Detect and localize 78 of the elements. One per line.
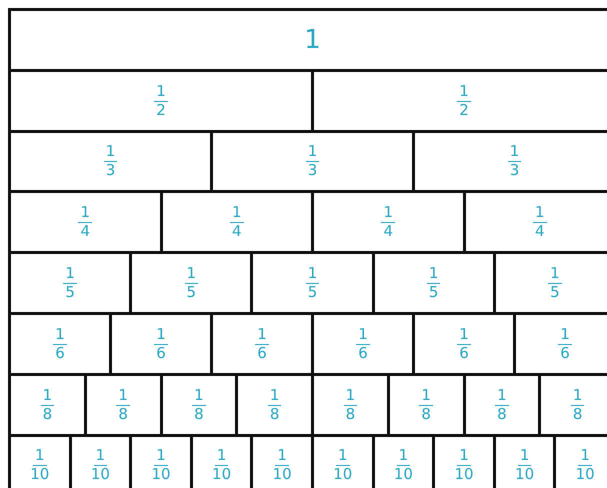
numerator: 1 xyxy=(184,265,198,284)
numerator: 1 xyxy=(356,326,370,345)
denominator: 8 xyxy=(572,406,582,423)
numerator: 1 xyxy=(558,326,572,345)
denominator: 10 xyxy=(272,466,292,484)
denominator: 8 xyxy=(346,406,356,423)
numerator: 1 xyxy=(33,447,47,466)
denominator: 10 xyxy=(576,466,595,484)
denominator: 3 xyxy=(106,162,116,180)
numerator: 1 xyxy=(344,386,358,406)
denominator: 4 xyxy=(534,223,545,240)
denominator: 8 xyxy=(42,406,52,423)
numerator: 1 xyxy=(578,447,592,466)
denominator: 6 xyxy=(459,344,469,362)
denominator: 6 xyxy=(257,344,267,362)
denominator: 5 xyxy=(428,284,438,302)
denominator: 8 xyxy=(421,406,431,423)
denominator: 10 xyxy=(454,466,474,484)
denominator: 10 xyxy=(515,466,534,484)
denominator: 10 xyxy=(151,466,171,484)
denominator: 6 xyxy=(560,344,570,362)
denominator: 10 xyxy=(90,466,110,484)
denominator: 4 xyxy=(232,223,242,240)
denominator: 8 xyxy=(497,406,507,423)
denominator: 8 xyxy=(118,406,128,423)
numerator: 1 xyxy=(40,386,54,406)
denominator: 3 xyxy=(308,162,318,180)
denominator: 2 xyxy=(156,102,166,119)
numerator: 1 xyxy=(426,265,440,284)
numerator: 1 xyxy=(116,386,130,406)
numerator: 1 xyxy=(154,326,168,345)
numerator: 1 xyxy=(548,265,562,284)
numerator: 1 xyxy=(495,386,509,406)
numerator: 1 xyxy=(94,447,108,466)
denominator: 10 xyxy=(394,466,413,484)
fraction-bar-block xyxy=(8,8,607,72)
denominator: 10 xyxy=(212,466,232,484)
numerator: 1 xyxy=(336,447,350,466)
denominator: 5 xyxy=(308,284,318,302)
numerator: 1 xyxy=(457,82,471,102)
numerator: 1 xyxy=(63,265,77,284)
numerator: 1 xyxy=(268,386,282,406)
denominator: 4 xyxy=(383,223,394,240)
numerator: 1 xyxy=(275,447,289,466)
denominator: 5 xyxy=(65,284,75,302)
numerator: 1 xyxy=(457,447,471,466)
numerator: 1 xyxy=(53,326,67,345)
numerator: 1 xyxy=(396,447,410,466)
numerator: 1 xyxy=(154,447,168,466)
numerator: 1 xyxy=(457,326,471,345)
denominator: 4 xyxy=(80,223,90,240)
numerator: 1 xyxy=(192,386,206,406)
numerator: 1 xyxy=(419,386,433,406)
numerator: 1 xyxy=(508,143,522,162)
whole-number: 1 xyxy=(304,24,321,55)
denominator: 8 xyxy=(194,406,204,423)
denominator: 8 xyxy=(270,406,280,423)
denominator: 10 xyxy=(30,466,50,484)
numerator: 1 xyxy=(306,143,320,162)
denominator: 5 xyxy=(186,284,196,302)
denominator: 2 xyxy=(459,102,469,119)
numerator: 1 xyxy=(381,204,396,224)
numerator: 1 xyxy=(154,82,168,102)
denominator: 5 xyxy=(550,284,560,302)
numerator: 1 xyxy=(306,265,320,284)
numerator: 1 xyxy=(230,204,244,224)
numerator: 1 xyxy=(570,386,584,406)
denominator: 6 xyxy=(156,344,166,362)
numerator: 1 xyxy=(104,143,118,162)
denominator: 6 xyxy=(358,344,368,362)
numerator: 1 xyxy=(78,204,92,224)
numerator: 1 xyxy=(518,447,532,466)
numerator: 1 xyxy=(255,326,269,345)
denominator: 3 xyxy=(510,162,520,180)
denominator: 6 xyxy=(55,344,65,362)
denominator: 10 xyxy=(333,466,352,484)
numerator: 1 xyxy=(532,204,547,224)
numerator: 1 xyxy=(214,447,228,466)
